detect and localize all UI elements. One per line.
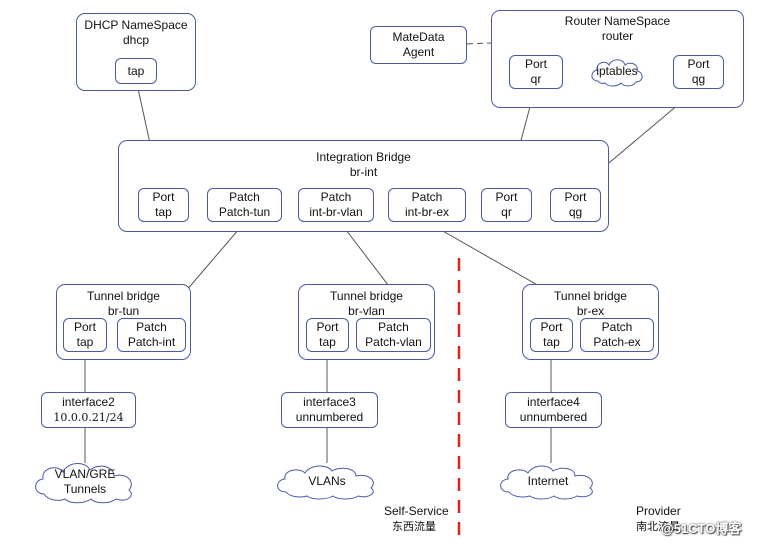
int-port-tap-line2: tap bbox=[155, 205, 172, 219]
int-port-qr-line1: Port bbox=[495, 190, 518, 204]
router-port-qr-line1: Port bbox=[524, 57, 547, 71]
router-port-qg-line2: qg bbox=[691, 72, 706, 86]
vlan-gre-line2: Tunnels bbox=[63, 482, 107, 496]
int-port-qg-line1: Port bbox=[564, 190, 587, 204]
router-title: Router NameSpace bbox=[564, 14, 671, 28]
interface-2-name: interface2 bbox=[62, 395, 115, 409]
router-subtitle: router bbox=[601, 29, 634, 43]
metadata-agent: MateData Agent bbox=[370, 26, 467, 64]
internet-cloud-label: Internet bbox=[527, 474, 569, 488]
int-port-tap: Port tap bbox=[138, 188, 189, 222]
vlan-gre-cloud-label: VLAN/GRE Tunnels bbox=[30, 467, 140, 497]
int-patch-vlan-line2: int-br-vlan bbox=[309, 205, 363, 219]
int-port-qg-line2: qg bbox=[568, 205, 583, 219]
tun-title: Tunnel bridge bbox=[87, 289, 160, 303]
interface-4: interface4 unnumbered bbox=[505, 392, 602, 428]
router-port-qr: Port qr bbox=[509, 55, 563, 89]
metadata-line2: Agent bbox=[402, 45, 435, 59]
int-patch-vlan-line1: Patch bbox=[320, 190, 352, 204]
vlan-patch-line2: Patch-vlan bbox=[365, 335, 422, 349]
interface-3-address: unnumbered bbox=[295, 410, 364, 424]
vlan-gre-cloud-icon bbox=[35, 463, 132, 504]
ex-patch-ex: Patch Patch-ex bbox=[580, 318, 654, 352]
iptables-cloud-icon bbox=[591, 59, 643, 87]
vlan-title: Tunnel bridge bbox=[330, 289, 403, 303]
int-port-qr-line2: qr bbox=[501, 205, 512, 219]
interface-4-name: interface4 bbox=[527, 395, 580, 409]
vlans-cloud-icon bbox=[277, 465, 374, 500]
interface-4-address: unnumbered bbox=[519, 410, 588, 424]
int-port-qr: Port qr bbox=[481, 188, 532, 222]
router-port-qg-line1: Port bbox=[687, 57, 710, 71]
router-port-qg: Port qg bbox=[673, 55, 724, 89]
zone-self-service: Self-Service bbox=[384, 504, 449, 518]
vlan-subtitle: br-vlan bbox=[348, 304, 385, 318]
router-port-qr-line2: qr bbox=[530, 72, 542, 86]
tun-port-line2: tap bbox=[76, 335, 94, 349]
ex-port-tap: Port tap bbox=[530, 318, 573, 352]
ex-port-line1: Port bbox=[540, 320, 563, 334]
int-port-qg: Port qg bbox=[550, 188, 601, 222]
vlan-patch-vlan: Patch Patch-vlan bbox=[356, 318, 431, 352]
vlan-port-line1: Port bbox=[316, 320, 339, 334]
int-patch-int-br-vlan: Patch int-br-vlan bbox=[298, 188, 374, 222]
link-metadata-iptables bbox=[466, 42, 604, 65]
tun-patch-line1: Patch bbox=[136, 320, 167, 334]
zone-provider-cn: 南北流量 bbox=[636, 520, 680, 533]
tun-port-line1: Port bbox=[73, 320, 96, 334]
iptables-label: iptables bbox=[596, 64, 638, 78]
integration-subtitle: br-int bbox=[349, 165, 378, 179]
integration-title: Integration Bridge bbox=[316, 150, 411, 164]
zone-self-service-cn: 东西流量 bbox=[392, 520, 436, 533]
dhcp-subtitle: dhcp bbox=[122, 33, 150, 47]
int-patch-tun-line1: Patch bbox=[229, 190, 260, 204]
interface-3: interface3 unnumbered bbox=[281, 392, 378, 428]
int-port-tap-line1: Port bbox=[152, 190, 175, 204]
vlan-gre-line1: VLAN/GRE bbox=[54, 467, 116, 481]
vlan-port-line2: tap bbox=[319, 335, 336, 349]
internet-cloud-icon bbox=[500, 465, 593, 500]
int-patch-ex-line1: Patch bbox=[411, 190, 443, 204]
tun-patch-int: Patch Patch-int bbox=[117, 318, 186, 352]
dhcp-title: DHCP NameSpace bbox=[84, 18, 188, 32]
interface-2-address: 10.0.0.21/24 bbox=[53, 411, 124, 424]
metadata-line1: MateData bbox=[392, 30, 445, 44]
int-patch-tun: Patch Patch-tun bbox=[207, 188, 282, 222]
tun-port-tap: Port tap bbox=[63, 318, 107, 352]
ex-patch-line1: Patch bbox=[601, 320, 633, 334]
vlans-cloud-label: VLANs bbox=[308, 474, 346, 488]
vlan-patch-line1: Patch bbox=[378, 320, 409, 334]
vlan-port-tap: Port tap bbox=[306, 318, 349, 352]
int-patch-tun-line2: Patch-tun bbox=[218, 205, 271, 219]
ex-port-line2: tap bbox=[543, 335, 560, 349]
int-patch-ex-line2: int-br-ex bbox=[404, 205, 449, 219]
zone-provider: Provider bbox=[636, 504, 681, 518]
dhcp-tap-label: tap bbox=[127, 63, 145, 78]
int-patch-int-br-ex: Patch int-br-ex bbox=[388, 188, 466, 222]
tun-patch-line2: Patch-int bbox=[127, 335, 176, 349]
interface-2: interface2 10.0.0.21/24 bbox=[41, 392, 136, 428]
tun-subtitle: br-tun bbox=[107, 304, 140, 318]
ex-patch-line2: Patch-ex bbox=[593, 335, 641, 349]
watermark: @51CTO博客 bbox=[661, 521, 742, 536]
ex-subtitle: br-ex bbox=[576, 304, 605, 318]
ex-title: Tunnel bridge bbox=[554, 289, 627, 303]
interface-3-name: interface3 bbox=[303, 395, 356, 409]
dhcp-tap-port: tap bbox=[115, 58, 157, 84]
